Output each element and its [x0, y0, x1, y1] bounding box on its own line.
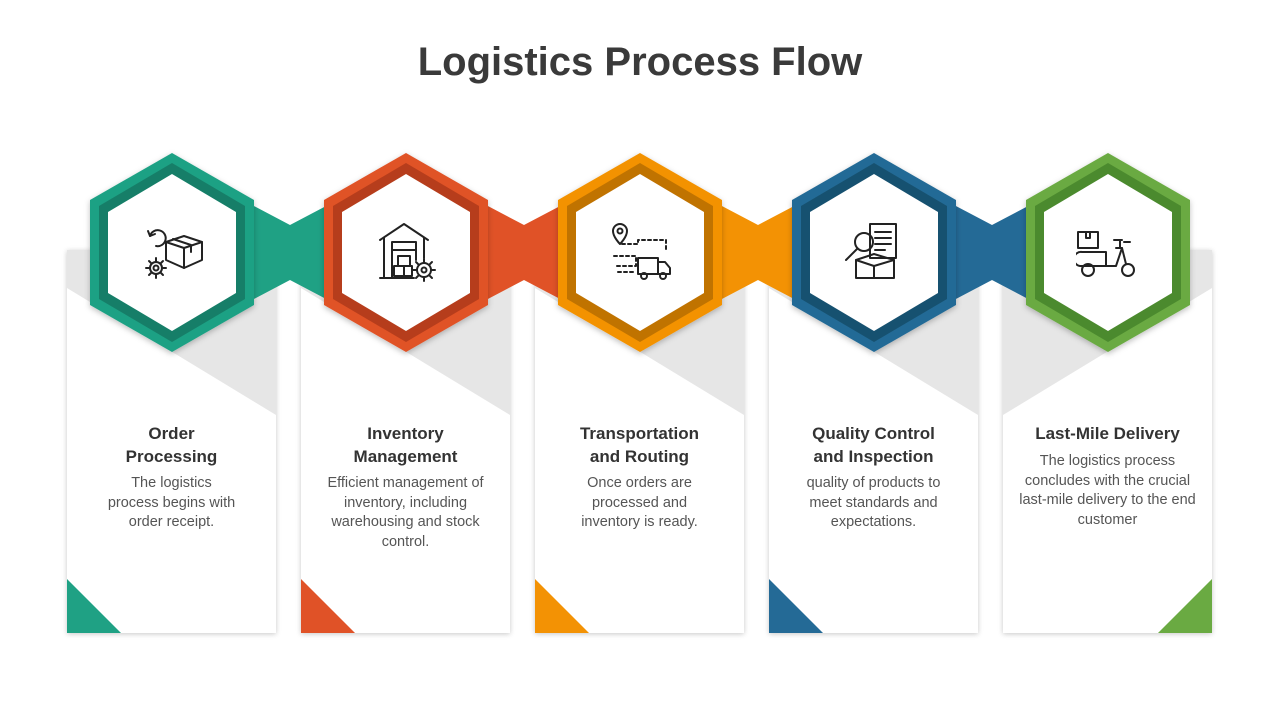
- step-title: Quality Control and Inspection: [812, 424, 935, 466]
- step-title: Last-Mile Delivery: [1035, 424, 1180, 443]
- step-description: Once orders are processed and inventory …: [581, 475, 698, 530]
- step-description: Efficient management of inventory, inclu…: [327, 475, 484, 550]
- step-description: The logistics process concludes with the…: [1019, 453, 1196, 528]
- step-title: Order Processing: [125, 424, 218, 466]
- step-card-transportation-routing: Transportation and Routing Once orders a…: [535, 250, 744, 633]
- step-card-order-processing: Order Processing The logistics process b…: [67, 250, 276, 633]
- step-title: Inventory Management: [353, 424, 458, 466]
- step-description: quality of products to meet standards an…: [806, 475, 941, 530]
- step-description: The logistics process begins with order …: [107, 475, 236, 530]
- step-card-quality-control: Quality Control and Inspection quality o…: [769, 250, 978, 633]
- step-card-inventory-management: Inventory Management Efficient managemen…: [301, 250, 510, 633]
- step-title: Transportation and Routing: [579, 424, 699, 466]
- step-card-last-mile-delivery: Last-Mile Delivery The logistics process…: [1003, 250, 1212, 633]
- page-title: Logistics Process Flow: [417, 40, 863, 84]
